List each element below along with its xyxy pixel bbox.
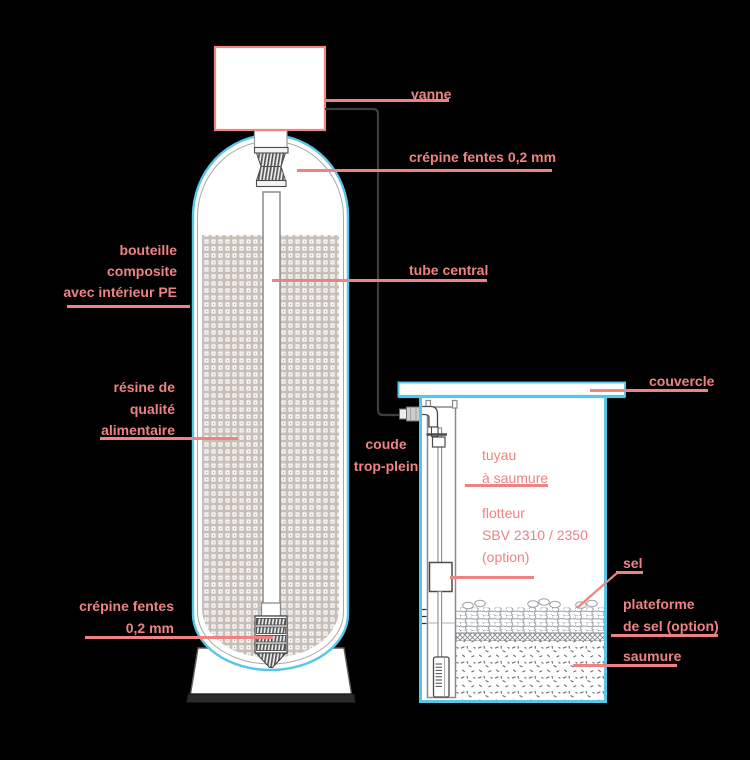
pointer-saumure [573,664,677,667]
float-assembly [428,427,453,698]
label-flotteur-line2: SBV 2310 / 2350 [482,527,588,543]
pointer-crepine-haut [297,169,552,172]
label-couvercle: couvercle [649,371,714,392]
label-crepine-bas-line2: 0,2 mm [125,620,174,636]
label-vanne-text: vanne [411,86,452,102]
pointer-tuyau-saumure [465,484,548,487]
label-bouteille-line2: composite [106,263,177,279]
float-body [428,561,453,593]
label-plateforme-line2: de sel (option) [623,618,719,634]
label-crepine-haut: crépine fentes 0,2 mm [409,147,556,168]
label-coude-trop-plein: coude trop-plein [346,434,426,477]
pointer-vanne [325,99,449,102]
label-bouteille-line3: avec intérieur PE [63,284,177,300]
center-tube [262,191,281,606]
label-sel: sel [623,553,642,574]
overflow-elbow-fitting [399,405,447,448]
label-resine-line1: résine de [113,379,175,395]
brine-tank [397,381,626,703]
pointer-tube-central [272,279,487,282]
label-tuyau-line2: à saumure [482,469,549,486]
brine-tank-walls [419,397,607,703]
salt-layer [456,598,605,633]
label-tube-central: tube central [409,260,488,281]
pointer-resine [100,437,238,440]
brine-line-pipe [325,107,402,417]
label-tuyau-line1: tuyau [482,447,517,463]
label-flotteur-line1: flotteur [482,505,525,521]
valve-neck [253,129,288,149]
label-resine-line2: qualité [129,400,175,417]
label-plateforme: plateforme de sel (option) [623,593,719,637]
label-flotteur: flotteur SBV 2310 / 2350 (option) [482,502,588,568]
pointer-sel-underline [616,571,643,574]
label-bouteille-line1: bouteille [119,242,177,258]
salt-platform [455,632,606,642]
label-crepine-bas-line1: crépine fentes [79,598,174,614]
label-flotteur-line3: (option) [482,549,530,565]
label-couvercle-text: couvercle [649,373,715,389]
pointer-crepine-bas [85,636,273,639]
label-sel-text: sel [623,555,643,571]
valve-box [213,45,327,132]
label-crepine-bas: crépine fentes 0,2 mm [14,595,174,639]
label-crepine-haut-text: crépine fentes 0,2 mm [409,149,557,165]
brine-tank-lid [397,381,626,399]
pointer-couvercle [590,389,708,392]
pointer-plateforme [611,634,718,637]
label-tube-central-text: tube central [409,262,489,278]
label-saumure-text: saumure [623,648,682,664]
label-saumure: saumure [623,646,681,667]
pointer-bouteille [67,305,190,308]
label-plateforme-line1: plateforme [623,596,695,612]
label-resine: résine de qualité alimentaire [15,377,175,442]
label-coude-line1: coude [365,436,407,452]
sel-diagonal-line [576,572,618,609]
label-tuyau-saumure: tuyau à saumure [482,444,548,489]
pointer-flotteur [450,576,534,579]
label-vanne: vanne [411,84,451,105]
label-bouteille: bouteille composite avec intérieur PE [17,240,177,303]
top-strainer [253,146,289,188]
label-coude-line2: trop-plein [353,457,419,474]
brine-liquid [456,641,605,702]
label-resine-line3: alimentaire [101,422,175,438]
